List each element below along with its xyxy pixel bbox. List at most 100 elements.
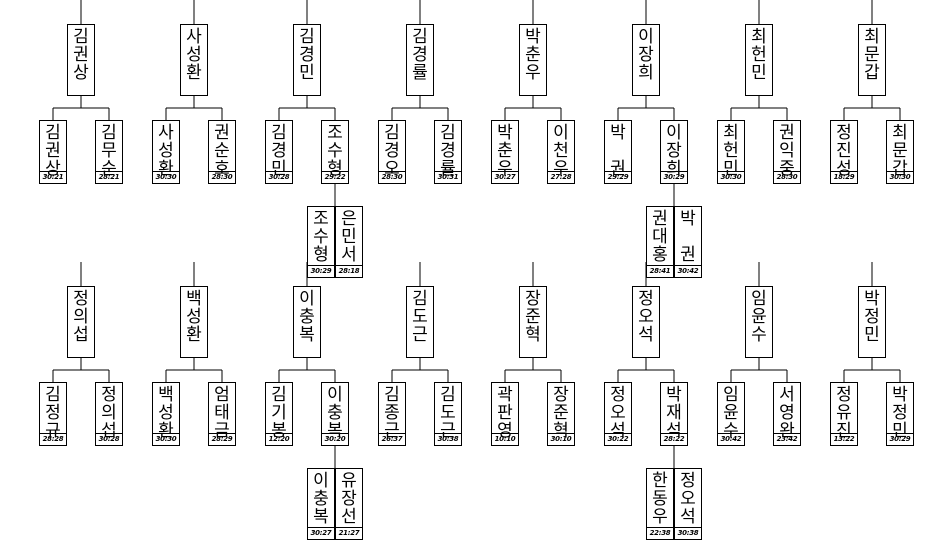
score-label: 30:27 — [308, 527, 334, 539]
score-label: 30:38 — [675, 527, 701, 539]
score-label: 27:28 — [548, 171, 574, 183]
score-label: 28:30 — [379, 171, 405, 183]
score-label: 30:30 — [153, 171, 179, 183]
score-label: 10:10 — [492, 433, 518, 445]
score-label: 28:29 — [209, 433, 235, 445]
score-label: 12:20 — [266, 433, 292, 445]
score-label: 28:21 — [96, 171, 122, 183]
score-label: 28:22 — [661, 433, 687, 445]
score-label: 30:31 — [435, 171, 461, 183]
score-label: 30:30 — [153, 433, 179, 445]
score-label: 30:27 — [492, 171, 518, 183]
score-label: 30:21 — [40, 171, 66, 183]
score-label: 30:42 — [718, 433, 744, 445]
score-label: 30:28 — [96, 433, 122, 445]
score-label: 30:42 — [675, 265, 701, 277]
score-label: 28:30 — [774, 171, 800, 183]
score-label: 30:10 — [548, 433, 574, 445]
score-label: 30:29 — [887, 433, 913, 445]
score-label: 26:37 — [379, 433, 405, 445]
score-label: 28:30 — [209, 171, 235, 183]
score-label: 18:29 — [831, 171, 857, 183]
score-label: 23:42 — [774, 433, 800, 445]
score-label: 30:29 — [308, 265, 334, 277]
score-label: 30:22 — [605, 433, 631, 445]
score-label: 28:28 — [40, 433, 66, 445]
score-label: 29:29 — [605, 171, 631, 183]
